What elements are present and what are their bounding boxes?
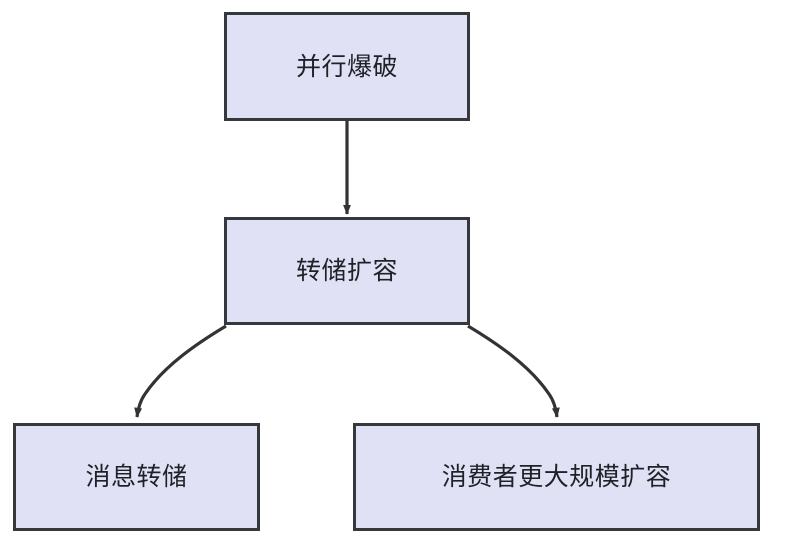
node-dump-expand[interactable]: 转储扩容 xyxy=(224,217,470,325)
node-parallel-blast[interactable]: 并行爆破 xyxy=(224,12,470,121)
edge-dump-expand-to-message-dump xyxy=(134,324,227,418)
node-consumer-expand[interactable]: 消费者更大规模扩容 xyxy=(353,423,760,531)
node-parallel-blast-label: 并行爆破 xyxy=(295,52,398,81)
edge-dump-expand-to-consumer-expand xyxy=(467,324,560,418)
node-dump-expand-label: 转储扩容 xyxy=(295,257,398,285)
node-message-dump-label: 消息转储 xyxy=(85,463,188,491)
node-message-dump[interactable]: 消息转储 xyxy=(13,423,260,531)
node-consumer-expand-label: 消费者更大规模扩容 xyxy=(441,463,672,491)
